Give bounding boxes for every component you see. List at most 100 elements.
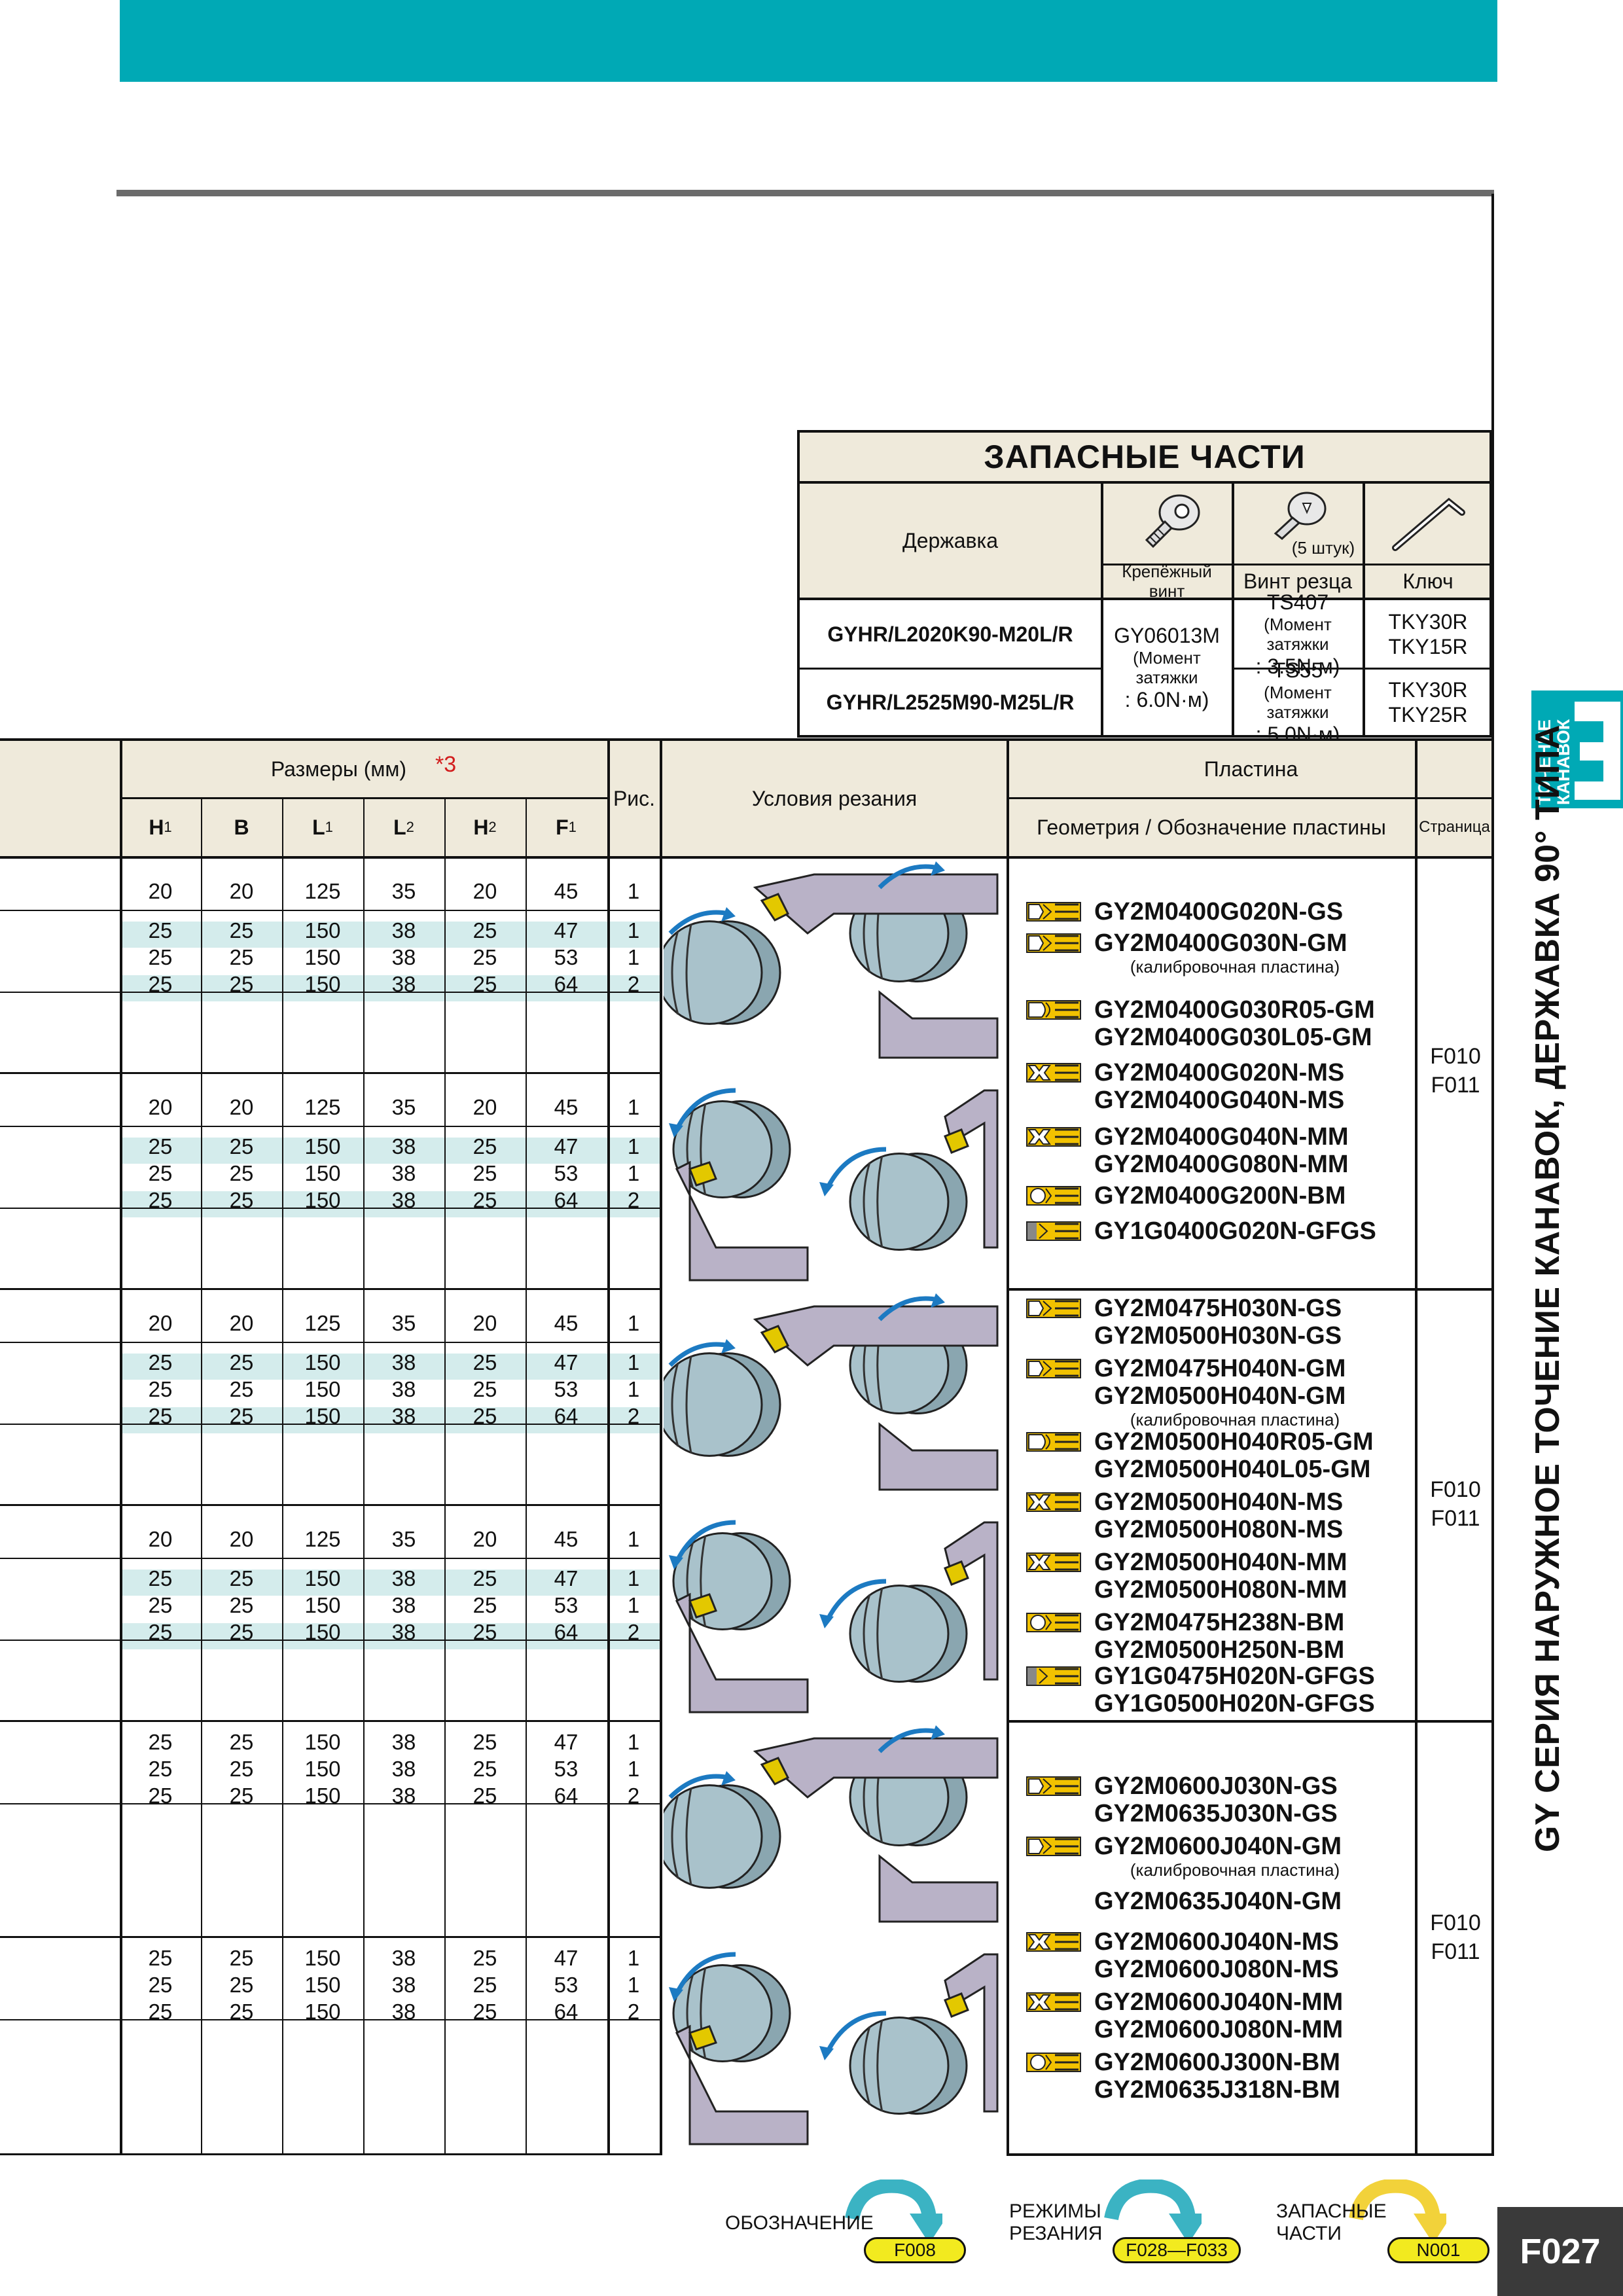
dim-value: 25 <box>148 1946 173 1970</box>
row-band <box>120 1354 660 1380</box>
fig-value: 1 <box>627 1377 640 1401</box>
insert-item: GY2M0635J040N-GM <box>1026 1888 1342 1915</box>
spare-parts-body: GYHR/L2020K90-M20L/R GYHR/L2525M90-M25L/… <box>797 590 1492 746</box>
insert-screw-qty: (5 штук) <box>1291 538 1355 558</box>
dim-value: 25 <box>148 1350 173 1374</box>
dim-value: 47 <box>554 1566 579 1590</box>
insert-gs-icon <box>1026 902 1081 922</box>
dim-value: 25 <box>473 1973 497 1997</box>
dim-value: 150 <box>304 1188 341 1212</box>
dim-value: 25 <box>148 1757 173 1781</box>
dim-value: 150 <box>304 1730 341 1754</box>
dim-value: 64 <box>554 1620 579 1644</box>
dim-value: 38 <box>391 2000 416 2024</box>
hex-key-icon <box>1392 497 1465 551</box>
dim-value: 25 <box>229 1946 254 1970</box>
dim-value: 25 <box>473 1757 497 1781</box>
footer-nav-page-link[interactable]: F008 <box>864 2237 966 2263</box>
footnote-mark: *3 <box>435 751 457 777</box>
fix-screw-header: Крепёжный винт <box>1122 562 1212 601</box>
fig-value: 1 <box>627 1311 640 1335</box>
row-band <box>120 1138 660 1164</box>
dim-value: 20 <box>473 1095 497 1119</box>
right-hand-cutting-illustration <box>664 1725 999 1923</box>
insert-icon-spacer <box>1026 1888 1094 1907</box>
insert-item: GY2M0400G020N-GS <box>1026 898 1343 925</box>
dim-value: 25 <box>148 1161 173 1185</box>
column-header: B <box>234 815 249 839</box>
insert-codes: GY2M0400G200N-BM <box>1094 1182 1346 1210</box>
dim-value: 25 <box>229 1620 254 1644</box>
insert-codes: GY2M0400G020N-GS <box>1094 898 1343 925</box>
sub-line <box>0 1640 661 1641</box>
insert-gs-icon <box>1026 1776 1081 1796</box>
dim-value: 150 <box>304 1784 341 1808</box>
dim-value: 25 <box>229 1350 254 1374</box>
insert-screw-cell-1: TS407 (Момент затяжки : 3.5N·м) <box>1255 590 1340 678</box>
insert-code: GY2M0500H080N-MM <box>1094 1576 1347 1604</box>
section-line <box>0 2153 661 2155</box>
dim-value: 25 <box>229 1161 254 1185</box>
insert-note: (калибровочная пластина) <box>1130 1860 1340 1880</box>
geometry-header: Геометрия / Обозначение пластины <box>1037 815 1386 839</box>
dim-value: 150 <box>304 1757 341 1781</box>
dim-value: 25 <box>148 918 173 942</box>
key-cell-2: TKY30R TKY25R <box>1388 678 1468 726</box>
dim-value: 25 <box>148 1730 173 1754</box>
dim-value: 20 <box>229 1095 254 1119</box>
dim-value: 25 <box>473 918 497 942</box>
dim-value: 25 <box>229 1188 254 1212</box>
dim-value: 25 <box>148 1593 173 1617</box>
insert-ms-icon <box>1026 1932 1081 1952</box>
page-link: F010 <box>1430 1044 1481 1069</box>
dim-value: 150 <box>304 1566 341 1590</box>
dim-value: 47 <box>554 918 579 942</box>
dim-value: 64 <box>554 972 579 996</box>
dim-value: 150 <box>304 918 341 942</box>
insert-r05-icon <box>1026 1432 1081 1452</box>
insert-gfgs-icon <box>1026 1666 1081 1686</box>
section-line <box>0 1936 661 1938</box>
top-rule <box>116 190 1494 196</box>
insert-code: GY2M0635J318N-BM <box>1094 2076 1340 2104</box>
footer-nav-page-link[interactable]: N001 <box>1387 2237 1489 2263</box>
page-link: F011 <box>1431 1506 1480 1531</box>
insert-code: GY2M0400G040N-MS <box>1094 1086 1345 1114</box>
insert-gm-icon <box>1026 1359 1081 1378</box>
insert-code: GY2M0500H040N-MM <box>1094 1549 1347 1576</box>
insert-code: GY2M0400G080N-MM <box>1094 1151 1349 1178</box>
dim-value: 47 <box>554 1350 579 1374</box>
insert-code: GY2M0635J030N-GS <box>1094 1800 1338 1827</box>
dim-value: 53 <box>554 1593 579 1617</box>
left-hand-cutting-illustration <box>669 1952 999 2145</box>
dim-value: 53 <box>554 1161 579 1185</box>
row-band <box>120 1191 660 1217</box>
fig-value: 1 <box>627 1095 640 1119</box>
grid-vline <box>1007 738 1009 2155</box>
fig-value: 1 <box>627 1946 640 1970</box>
footer-nav-page-link[interactable]: F028―F033 <box>1113 2237 1241 2263</box>
dim-value: 25 <box>229 945 254 969</box>
insert-note: (калибровочная пластина) <box>1130 1410 1340 1429</box>
key-cell-1: TKY30R TKY15R <box>1388 609 1468 658</box>
dim-value: 25 <box>229 918 254 942</box>
dim-value: 38 <box>391 972 416 996</box>
footer-nav-label: РЕЗАНИЯ <box>1009 2223 1103 2244</box>
dim-value: 38 <box>391 918 416 942</box>
dim-value: 38 <box>391 945 416 969</box>
sub-line <box>0 1126 661 1127</box>
section-line <box>0 1288 661 1290</box>
